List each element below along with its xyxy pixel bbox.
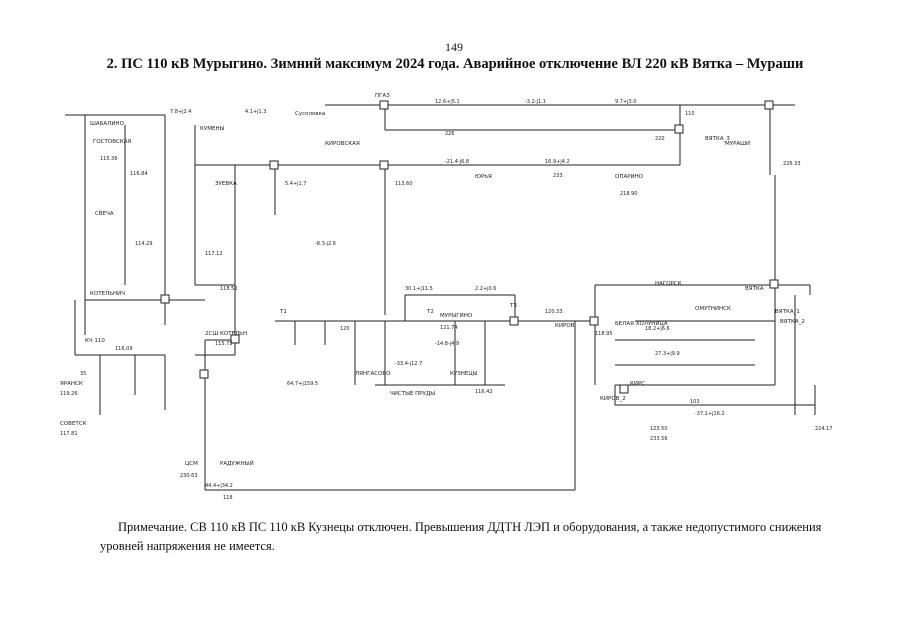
value-v19: 233.56 bbox=[650, 436, 668, 442]
label-sushchevo: Сусоловка bbox=[295, 111, 325, 117]
label-vyatka-1: ВЯТКА_1 bbox=[775, 309, 800, 315]
value-v3: 114.29 bbox=[135, 241, 153, 247]
value-v16: 224.17 bbox=[815, 426, 833, 432]
label-lyangasovo: ЛЯНГАСОВО bbox=[355, 371, 391, 377]
value-n2: 118 bbox=[223, 495, 233, 501]
label-yaransk: ЯРАНСК bbox=[60, 381, 83, 387]
value-v13: 118.95 bbox=[595, 331, 613, 337]
label-murashi: МУРАШИ bbox=[725, 141, 750, 147]
label-kch: КЧ 110 bbox=[85, 338, 105, 344]
value-f6: -21.4-j6.8 bbox=[445, 159, 469, 165]
value-n1: 120 bbox=[340, 326, 350, 332]
value-f7: 16.9+j4.2 bbox=[545, 159, 570, 165]
label-t2: Т2 bbox=[426, 309, 434, 315]
value-v15: 123.50 bbox=[650, 426, 668, 432]
label-chistye-prudy: ЧИСТЫЕ ПРУДЫ bbox=[390, 391, 435, 397]
label-kuznetsy: КУЗНЕЦЫ bbox=[450, 371, 478, 377]
page-number: 149 bbox=[445, 40, 463, 54]
label-murygino: МУРЫГИНО bbox=[440, 313, 473, 319]
value-n4: 226 bbox=[445, 131, 455, 137]
label-yurya: ЮРЬЯ bbox=[475, 174, 492, 180]
value-f4: -3.2-j1.1 bbox=[525, 99, 546, 105]
label-nagorsk: НАГОРСК bbox=[655, 281, 682, 287]
value-v8: 119.26 bbox=[60, 391, 78, 397]
value-v11: 120.33 bbox=[545, 309, 563, 315]
label-kirs: КИРС bbox=[630, 381, 645, 387]
value-f18: 27.3+j9.9 bbox=[655, 351, 680, 357]
label-belaya-kholunitsa: БЕЛАЯ ХОЛУНИЦА bbox=[615, 321, 668, 327]
value-f16: 44.4+j34.2 bbox=[205, 483, 233, 489]
label-kirovskaya: КИРОВСКАЯ bbox=[325, 141, 360, 147]
value-v20: 230.63 bbox=[180, 473, 198, 479]
page-title: 2. ПС 110 кВ Мурыгино. Зимний максимум 2… bbox=[106, 56, 804, 72]
label-kirov: КИРОВ bbox=[555, 323, 575, 329]
label-vyatka-3: ВЯТКА_3 bbox=[705, 136, 730, 142]
label-svecha: СВЕЧА bbox=[95, 211, 114, 217]
value-n8: 35 bbox=[80, 371, 86, 377]
value-n5: 110 bbox=[685, 111, 695, 117]
label-kotelnich: КОТЕЛЬНИЧ bbox=[90, 291, 125, 297]
value-v9: 117.81 bbox=[60, 431, 78, 437]
value-f14: -33.4-j12.7 bbox=[395, 361, 422, 367]
value-n3: 233 bbox=[553, 173, 563, 179]
label-gostovskaya: ГОСТОВСКАЯ bbox=[93, 139, 131, 145]
label-pgas: ПГАЗ bbox=[375, 93, 390, 99]
value-f15: 18.2+j6.6 bbox=[645, 326, 670, 332]
label-omutninsk: ОМУТНИНСК bbox=[695, 306, 731, 312]
value-v14: 116.42 bbox=[475, 389, 493, 395]
value-v10: 113.60 bbox=[395, 181, 413, 187]
power-grid-diagram: ПГАЗ Сусоловка ВЯТКА_3 ВЯТКА_1 ВЯТКА_2 В… bbox=[60, 93, 833, 501]
label-raduzhniy: РАДУЖНЫЙ bbox=[220, 460, 254, 467]
label-t1: Т1 bbox=[279, 309, 287, 315]
value-f11: 2.2+j0.6 bbox=[475, 286, 496, 292]
value-v4: 117.12 bbox=[205, 251, 223, 257]
value-n7: 220 bbox=[655, 136, 665, 142]
note-paragraph: Примечание. СВ 110 кВ ПС 110 кВ Кузнецы … bbox=[100, 520, 822, 553]
value-f3: 12.6+j5.1 bbox=[435, 99, 460, 105]
label-vyatka: ВЯТКА bbox=[745, 286, 764, 292]
value-f2: 4.1+j1.3 bbox=[245, 109, 266, 115]
label-shabalino: ШАБАЛИНО bbox=[90, 121, 125, 127]
value-v17: 226.33 bbox=[783, 161, 801, 167]
value-f1: 7.8+j2.4 bbox=[170, 109, 191, 115]
value-f10: 30.1+j11.5 bbox=[405, 286, 433, 292]
label-kumeny: КУМЕНЫ bbox=[200, 126, 225, 132]
value-f17: -37.1+j16.2 bbox=[695, 411, 725, 417]
value-v6: 116.09 bbox=[115, 346, 133, 352]
value-n6: 103 bbox=[690, 399, 700, 405]
label-oparino: ОПАРИНО bbox=[615, 174, 644, 180]
value-f12: -14.8-j4.9 bbox=[435, 341, 459, 347]
label-kotelnich-2: 2СШ КОТЕЛЬН bbox=[205, 331, 247, 337]
value-v12: 121.74 bbox=[440, 325, 458, 331]
label-vyatka-2: ВЯТКА_2 bbox=[780, 319, 805, 325]
label-sovetsk: СОВЕТСК bbox=[60, 421, 87, 427]
label-kirov-2: КИРОВ_2 bbox=[600, 396, 626, 402]
value-f13: 64.7+j159.5 bbox=[287, 381, 318, 387]
value-v7: 115.72 bbox=[215, 341, 233, 347]
value-f8: 5.4+j1.7 bbox=[285, 181, 306, 187]
value-v5: 118.52 bbox=[220, 286, 238, 292]
label-t3: Т3 bbox=[509, 303, 517, 309]
value-v18: 218.90 bbox=[620, 191, 638, 197]
value-v2: 116.84 bbox=[130, 171, 148, 177]
label-zuevka: ЗУЕВКА bbox=[215, 181, 237, 187]
label-tsm: ЦСМ bbox=[185, 461, 198, 467]
value-v1: 115.36 bbox=[100, 156, 118, 162]
value-f9: -8.3-j2.6 bbox=[315, 241, 336, 247]
value-f5: 9.7+j3.0 bbox=[615, 99, 636, 105]
